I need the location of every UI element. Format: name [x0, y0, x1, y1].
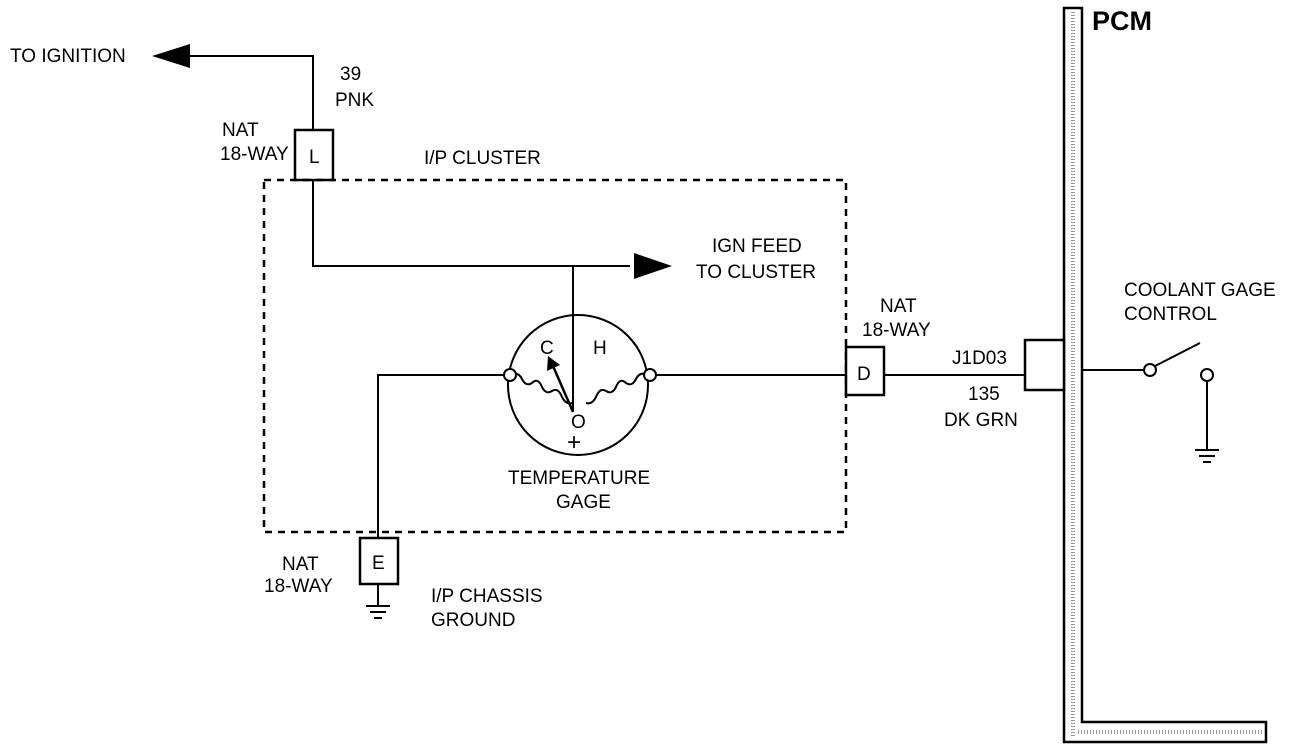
connector-d: D: [844, 345, 886, 397]
gage-o-label: O: [571, 412, 586, 433]
wire-dkgrn-label: DK GRN: [944, 410, 1018, 431]
connector-l-nat-label: NAT: [222, 120, 259, 141]
ign-feed-wire: [312, 180, 672, 412]
ip-chassis-ground-label-line1: I/P CHASSIS: [431, 586, 543, 607]
gage-h-label: H: [593, 338, 607, 359]
coolant-gage-control-switch: [1082, 342, 1214, 450]
connector-e-pin: E: [372, 553, 385, 574]
gage-plus-label: +: [567, 429, 581, 456]
wire-39-label: 39: [340, 64, 361, 85]
pcm-label: PCM: [1092, 6, 1152, 36]
temperature-gage: C H O +: [503, 314, 657, 456]
to-ignition-label: TO IGNITION: [10, 46, 126, 67]
coolant-gage-control-label-line1: COOLANT GAGE: [1124, 280, 1276, 301]
connector-d-pin: D: [857, 364, 871, 385]
gage-right-terminal: [643, 368, 657, 382]
connector-l-way-label: 18-WAY: [220, 144, 289, 165]
connector-e-nat-label: NAT: [282, 554, 319, 575]
connector-e: E: [358, 536, 400, 586]
wire-pnk-label: PNK: [335, 90, 374, 111]
ign-feed-arrow-icon: [634, 253, 672, 279]
coolant-gage-control-label-line2: CONTROL: [1124, 304, 1217, 325]
temperature-gage-label-line1: TEMPERATURE: [508, 468, 650, 489]
circuit-j1d03-label: J1D03: [952, 348, 1007, 369]
wire-135-label: 135: [968, 384, 1000, 405]
connector-l: L: [293, 128, 335, 182]
pcm-module: [1062, 6, 1268, 744]
connector-e-way-label: 18-WAY: [264, 576, 333, 597]
ign-feed-label-line1: IGN FEED: [712, 236, 802, 257]
coolant-ground-icon: [1195, 449, 1219, 463]
ignition-feed-wire: [152, 44, 314, 130]
ground-wire: [377, 374, 504, 538]
ip-chassis-ground-icon: [366, 584, 390, 619]
ip-cluster-label: I/P CLUSTER: [424, 148, 541, 169]
connector-d-nat-label: NAT: [880, 296, 917, 317]
ign-feed-label-line2: TO CLUSTER: [696, 262, 816, 283]
connector-d-way-label: 18-WAY: [862, 320, 931, 341]
gage-needle-tip-icon: [547, 356, 560, 371]
gage-left-terminal: [503, 368, 517, 382]
ip-chassis-ground-label-line2: GROUND: [431, 610, 515, 631]
temperature-gage-label-line2: GAGE: [556, 492, 611, 513]
gage-c-label: C: [540, 338, 554, 359]
to-ignition-arrow-icon: [152, 44, 190, 68]
connector-l-pin: L: [309, 147, 320, 168]
gage-needle: [551, 365, 575, 413]
pcm-connector-j1: [1023, 338, 1066, 392]
